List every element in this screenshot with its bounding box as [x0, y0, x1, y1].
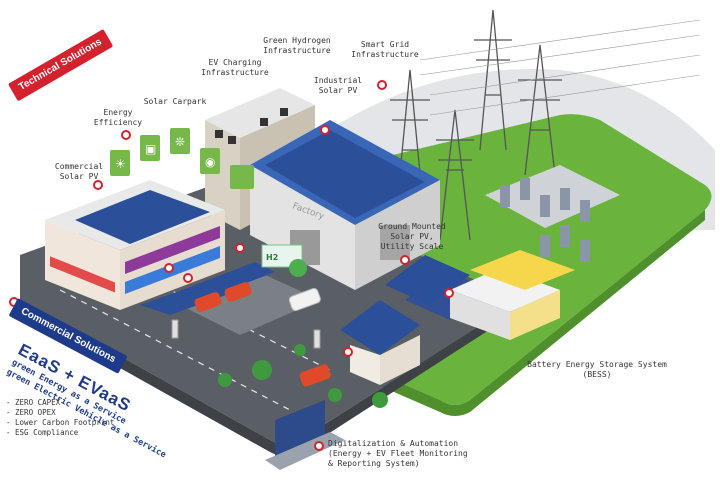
commercial-bullets: - ZERO CAPEX - ZERO OPEX - Lower Carbon …: [6, 398, 114, 438]
label-commercial-solar-pv: Commercial Solar PV: [54, 162, 104, 181]
label-smart-grid: Smart Grid Infrastructure: [351, 40, 419, 59]
label-ground-mounted: Ground Mounted Solar PV, Utility Scale: [378, 222, 446, 251]
battery-storage-units: [450, 250, 575, 340]
substation: [485, 165, 620, 262]
label-energy-efficiency: Energy Efficiency: [93, 108, 143, 127]
label-ev-charging: EV Charging Infrastructure: [201, 58, 269, 77]
hydrogen-station: [261, 244, 307, 277]
transmission-pylons: [390, 9, 701, 241]
ev-chargers: [171, 319, 321, 349]
bullet-item: - ZERO OPEX: [6, 408, 56, 417]
bullet-item: - ZERO CAPEX: [6, 398, 61, 407]
parked-cars: [194, 282, 331, 387]
solar-carpark: [140, 262, 275, 315]
label-digitalization: Digitalization & Automation (Energy + EV…: [328, 439, 468, 468]
bullet-item: - Lower Carbon Footprint: [6, 418, 115, 427]
label-green-hydrogen: Green Hydrogen Infrastructure: [263, 36, 331, 55]
house: [340, 300, 420, 385]
parking-area: [170, 268, 320, 335]
label-bess: Battery Energy Storage System (BESS): [527, 360, 667, 379]
bulb-icon: ☀: [115, 157, 126, 171]
label-solar-carpark: Solar Carpark: [143, 97, 207, 106]
fan-icon: ❊: [175, 135, 185, 149]
hydrogen-sign: H2: [266, 253, 278, 262]
bullet-item: - ESG Compliance: [6, 428, 79, 437]
laptop-icon: [265, 400, 345, 470]
lamp-icon: ▣: [145, 142, 156, 156]
factory-building: [250, 120, 440, 290]
solar-charge-icon: [230, 165, 254, 189]
meter-icon: ◉: [205, 155, 215, 169]
label-industrial-solar: Industrial Solar PV: [313, 76, 363, 95]
trees: [218, 344, 388, 408]
efficiency-icons: [110, 128, 220, 176]
